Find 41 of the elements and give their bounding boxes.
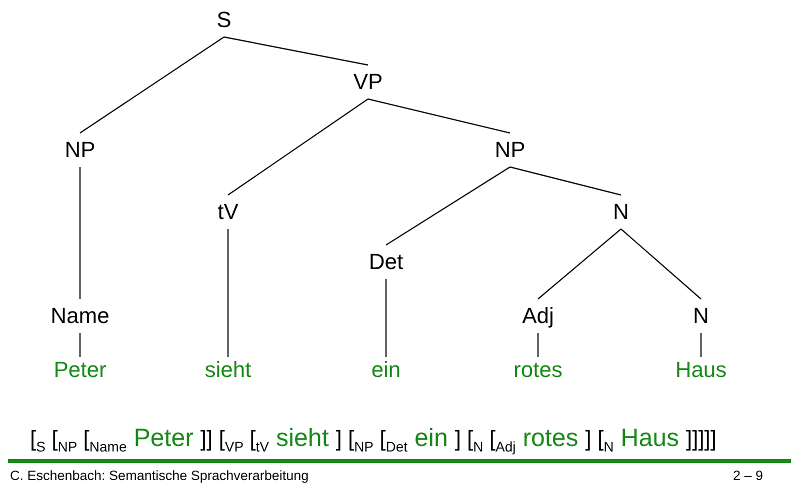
tree-branch <box>79 333 81 357</box>
category-label: Adj <box>503 299 573 333</box>
page-number: 2 – 9 <box>732 468 763 483</box>
tree-branch <box>227 229 229 357</box>
bracket-word: Haus <box>620 424 680 452</box>
bracket-notation: ]] [$_{VP}$ [$_{tV}$ <box>200 426 270 451</box>
word-label: Haus <box>666 357 736 383</box>
category-label: N <box>666 299 736 333</box>
word-label: ein <box>351 357 421 383</box>
bracket-word: sieht <box>274 424 330 452</box>
word-label: rotes <box>503 357 573 383</box>
tree-branch <box>537 333 539 357</box>
bracket-notation: [$_{S}$ [$_{NP}$ [$_{Name}$ <box>30 426 127 451</box>
footer-text: C. Eschenbach: Semantische Sprachverarbeitung <box>10 468 309 483</box>
tree-branch <box>386 166 510 246</box>
word-label: sieht <box>193 357 263 383</box>
bracket-word: Peter <box>132 424 194 452</box>
tree-branch <box>620 228 702 300</box>
bracket-notation: ]]]]] <box>686 426 717 451</box>
category-label: tV <box>193 195 263 229</box>
tree-branch <box>80 36 224 134</box>
tree-branch <box>385 279 387 357</box>
tree-branch <box>228 98 368 196</box>
category-label: Det <box>351 245 421 279</box>
tree-branch <box>510 166 622 196</box>
bracket-notation: ] [$_{NP}$ [$_{Det}$ <box>336 426 408 451</box>
bracket-word: rotes <box>522 424 580 452</box>
category-label: S <box>189 3 259 37</box>
tree-branch <box>700 333 702 357</box>
tree-branch <box>79 167 81 299</box>
category-label: N <box>586 195 656 229</box>
tree-branch <box>224 36 368 66</box>
category-label: Name <box>45 299 115 333</box>
bracket-notation: ] [$_{N}$ <box>585 426 614 451</box>
tree-branch <box>368 98 510 134</box>
word-label: Peter <box>45 357 115 383</box>
category-label: NP <box>475 133 545 167</box>
bracket-word: ein <box>413 424 449 452</box>
category-label: NP <box>45 133 115 167</box>
tree-branch <box>538 228 622 300</box>
category-label: VP <box>333 65 403 99</box>
